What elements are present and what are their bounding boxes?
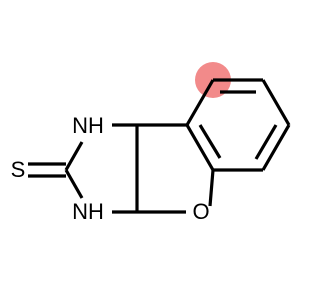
- bond-carbon-to-nh-bottom: [64, 169, 84, 199]
- bond-oxygen-to-ring: [208, 169, 215, 207]
- atom-label-sulfur: S: [11, 157, 26, 182]
- bond-ring-upper-left: [185, 79, 215, 126]
- bond-ring-lower-left-inner: [198, 124, 222, 159]
- bond-ring-lower-right-inner: [254, 124, 278, 160]
- bond-ring-upper-right: [261, 79, 291, 126]
- atom-label-nh-top: NH: [72, 113, 104, 138]
- atom-label-oxygen: O: [192, 199, 209, 224]
- bond-ring-lower-left: [185, 124, 215, 171]
- structure-canvas: NH NH S O: [10, 62, 291, 224]
- bond-ring-lower-right: [261, 124, 291, 171]
- bond-nh-top-to-carbon: [64, 141, 84, 171]
- molecule-structure: NH NH S O: [11, 62, 291, 224]
- atom-label-nh-bottom: NH: [72, 199, 104, 224]
